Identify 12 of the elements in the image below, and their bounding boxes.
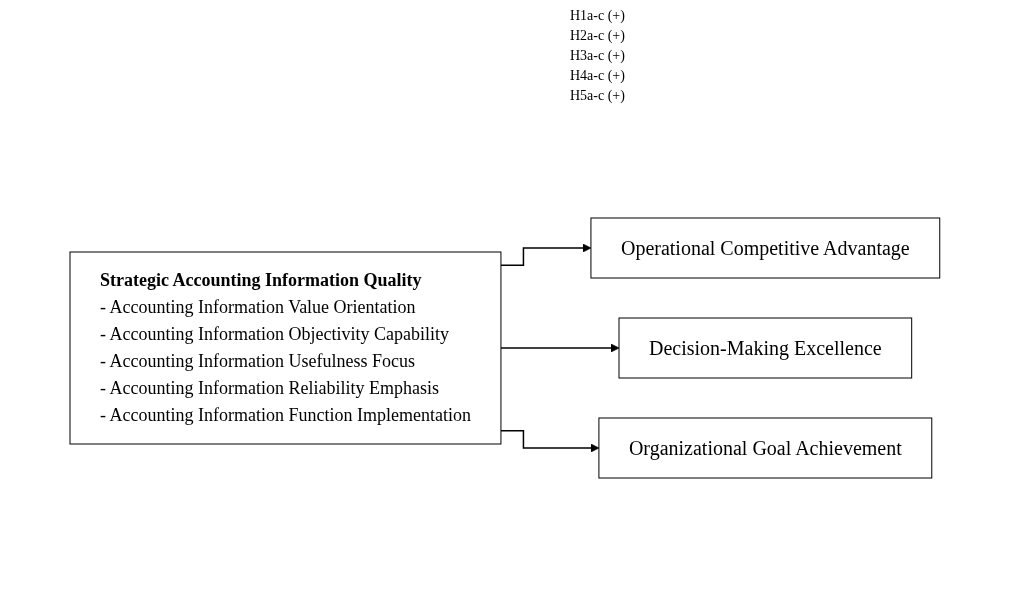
node-box: Organizational Goal Achievement bbox=[598, 417, 933, 478]
hypothesis-label: H1a-c (+) bbox=[570, 7, 625, 25]
arrow bbox=[500, 343, 620, 352]
hypothesis-label: H2a-c (+) bbox=[570, 27, 625, 45]
hypothesis-label: H4a-c (+) bbox=[570, 67, 625, 85]
hypothesis-label: H5a-c (+) bbox=[570, 87, 625, 105]
hypothesis-label: H3a-c (+) bbox=[570, 47, 625, 65]
node-box: Decision-Making Excellence bbox=[618, 317, 913, 378]
arrow bbox=[500, 429, 600, 452]
node-box: Strategic Accounting Information Quality - Accounting Information Value Orientation - Accounting Information Objectivity Capability - Accounting Information Usefulness Focus - Accounting Information Reliability Emphasis - Accounting Information Function Implementation bbox=[69, 251, 502, 444]
arrow bbox=[500, 243, 592, 266]
node-box: Operational Competitive Advantage bbox=[590, 217, 941, 278]
